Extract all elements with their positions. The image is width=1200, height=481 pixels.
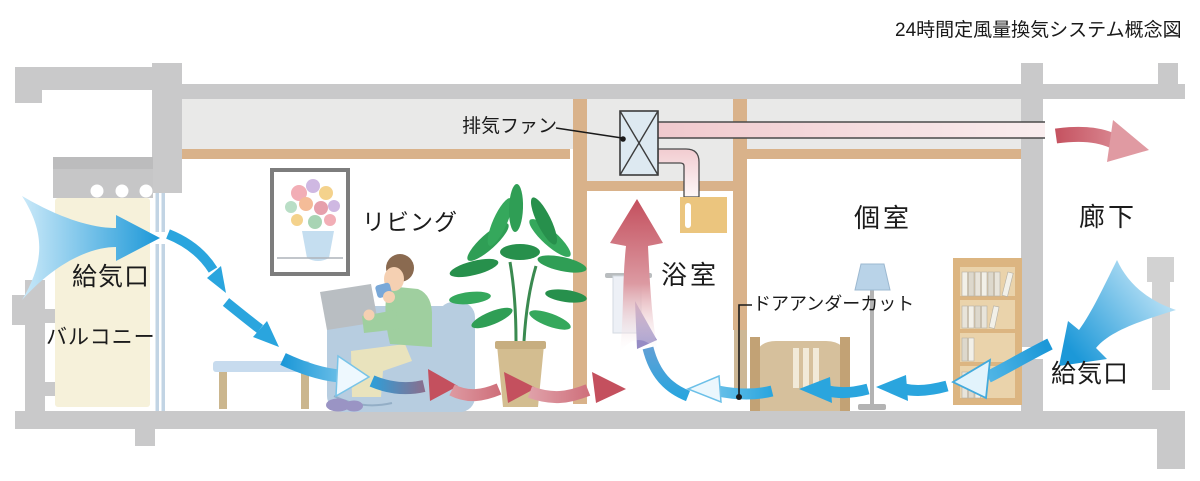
- heater-bracket-upper: [45, 309, 58, 323]
- label-living-room: リビング: [362, 210, 458, 235]
- label-bathroom: 浴室: [661, 261, 720, 290]
- heater-knob: [115, 184, 129, 198]
- floor-slab: [15, 411, 1185, 429]
- heater-bracket-lower: [45, 382, 58, 396]
- label-balcony: バルコニー: [46, 325, 156, 349]
- bedroom-corridor-wall-lower: [1021, 359, 1043, 411]
- person-reading: [320, 254, 433, 412]
- bathroom-bedroom-wall: [733, 99, 747, 330]
- shirt: [385, 286, 433, 347]
- outdoor-supply-air-arrow: [22, 196, 160, 300]
- stale-air-floor-arrows: [369, 369, 626, 403]
- right-outer-column: [1158, 63, 1178, 99]
- floor-stub-right: [1157, 429, 1185, 469]
- door-undercut-pointer: [736, 304, 752, 400]
- slipper: [345, 400, 363, 412]
- window-glass: [155, 193, 165, 411]
- vase: [302, 231, 334, 261]
- exhaust-fan-pointer: [555, 127, 626, 142]
- flower-art: [277, 179, 343, 261]
- balcony-parapet: [25, 280, 45, 411]
- top-beam: [177, 84, 1185, 99]
- bedroom-ceiling: [747, 149, 1021, 159]
- exhaust-duct: [658, 121, 1045, 139]
- exhaust-fan-icon: [619, 110, 659, 176]
- picture-frame: [270, 168, 350, 276]
- label-door-undercut: ドアアンダーカット: [753, 294, 915, 314]
- label-corridor-supply-port: 給気口: [1051, 361, 1130, 388]
- pants: [351, 344, 412, 397]
- living-bathroom-wall: [573, 99, 587, 404]
- under-door-arrow: [716, 385, 774, 400]
- rising-exhaust-arrow: [610, 199, 663, 352]
- bedroom-airflow-arrows: [686, 374, 949, 404]
- floor-lamp: [854, 263, 891, 410]
- heater-knob: [90, 184, 104, 198]
- balcony-upper-slab: [15, 67, 177, 90]
- living-room-supply-arrows: [166, 229, 371, 398]
- interior-walls: [182, 99, 1021, 404]
- diagram-title: 24時間定風量換気システム概念図: [895, 20, 1182, 41]
- bedroom-corridor-wall-upper: [1021, 63, 1043, 347]
- label-corridor: 廊下: [1079, 203, 1138, 232]
- bathroom-dropped-ceiling: [587, 181, 733, 191]
- balcony-slab-end: [15, 90, 42, 103]
- corridor-door: [1147, 257, 1174, 390]
- parapet-block: [12, 295, 25, 325]
- heater-knob: [139, 184, 153, 198]
- hand: [363, 309, 375, 321]
- floor-stub-left: [135, 429, 155, 446]
- hand: [383, 291, 395, 303]
- window-header-column: [152, 63, 182, 193]
- corridor-supply-arrow: [1059, 260, 1176, 366]
- exhaust-outlet-arrow: [1054, 120, 1149, 162]
- label-private-room: 個室: [854, 204, 913, 233]
- bathroom-exhaust-grille: [680, 197, 727, 233]
- label-balcony-supply-port: 給気口: [72, 264, 151, 291]
- through-wall-arrow: [951, 338, 1053, 400]
- label-exhaust-fan: 排気ファン: [462, 116, 558, 137]
- bed: [750, 337, 850, 411]
- undercut-door: [734, 330, 747, 395]
- living-ceiling: [182, 149, 570, 159]
- slipper: [326, 398, 350, 412]
